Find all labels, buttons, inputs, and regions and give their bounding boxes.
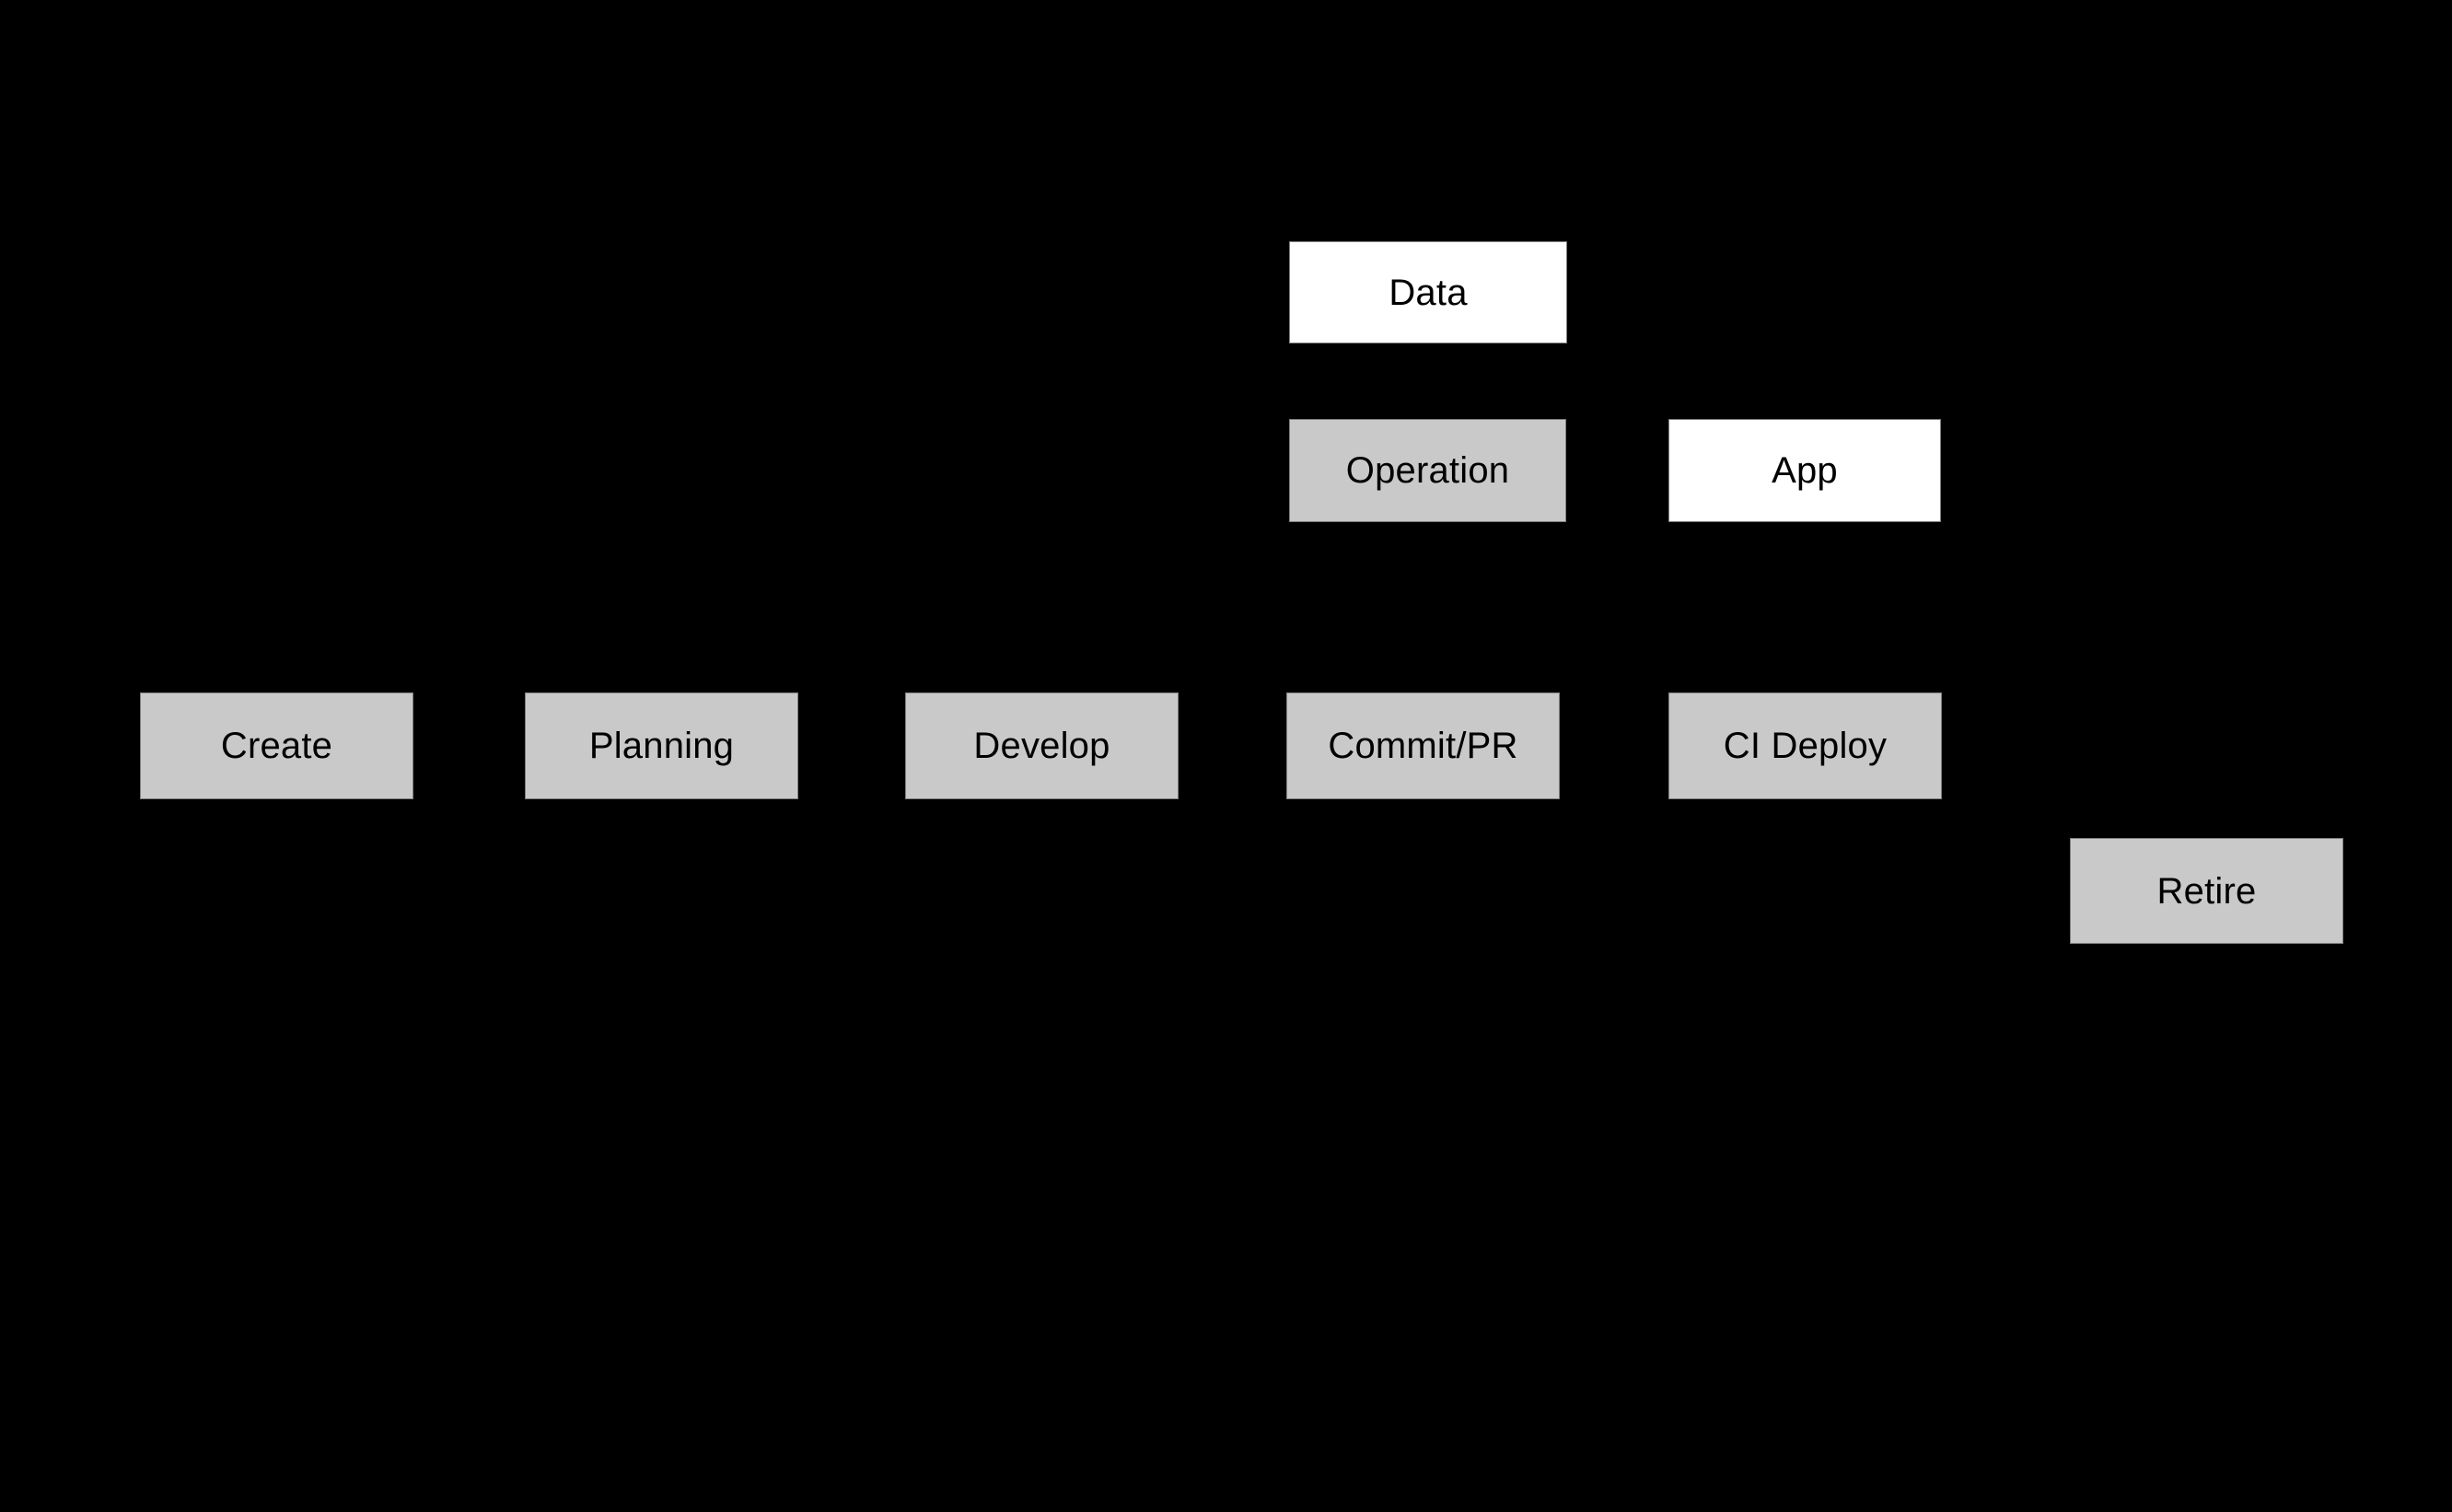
node-retire[interactable]: Retire (2070, 838, 2343, 944)
node-label-retire: Retire (2156, 870, 2257, 912)
node-label-planning: Planning (588, 726, 735, 766)
node-label-ci-deploy: CI Deploy (1723, 726, 1888, 766)
node-label-app: App (1772, 450, 1838, 491)
node-app[interactable]: App (1668, 419, 1941, 522)
node-commit-pr[interactable]: Commit/PR (1286, 692, 1560, 799)
node-create[interactable]: Create (140, 692, 413, 799)
node-ci-deploy[interactable]: CI Deploy (1668, 692, 1942, 799)
node-label-operation: Operation (1345, 450, 1510, 491)
node-operation[interactable]: Operation (1289, 419, 1566, 522)
node-label-commit-pr: Commit/PR (1328, 726, 1518, 766)
node-data[interactable]: Data (1289, 241, 1567, 343)
node-planning[interactable]: Planning (525, 692, 798, 799)
node-label-develop: Develop (973, 726, 1110, 766)
node-label-create: Create (220, 726, 333, 766)
node-label-data: Data (1389, 272, 1468, 313)
node-develop[interactable]: Develop (905, 692, 1179, 799)
